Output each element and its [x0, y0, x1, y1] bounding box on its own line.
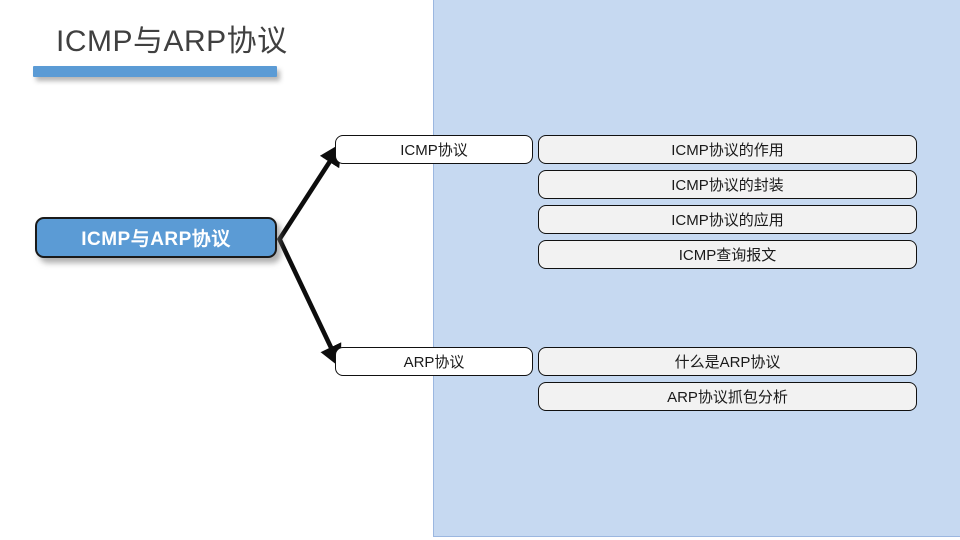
- root-node[interactable]: ICMP与ARP协议: [35, 217, 277, 258]
- branch-node-arp[interactable]: ARP协议: [335, 347, 533, 376]
- leaf-box-icmp-2[interactable]: ICMP协议的封装: [538, 170, 917, 199]
- connector-to-icmp: [277, 142, 343, 242]
- leaf-box-arp-2[interactable]: ARP协议抓包分析: [538, 382, 917, 411]
- page-title: ICMP与ARP协议: [56, 25, 288, 58]
- leaf-box-arp-1[interactable]: 什么是ARP协议: [538, 347, 917, 376]
- branch-node-icmp[interactable]: ICMP协议: [335, 135, 533, 164]
- leaf-box-icmp-1[interactable]: ICMP协议的作用: [538, 135, 917, 164]
- title-underline-bar: [33, 66, 279, 80]
- connector-to-arp: [276, 237, 342, 368]
- leaf-box-icmp-3[interactable]: ICMP协议的应用: [538, 205, 917, 234]
- title-underline-bar-fill: [33, 66, 277, 77]
- leaf-box-icmp-4[interactable]: ICMP查询报文: [538, 240, 917, 269]
